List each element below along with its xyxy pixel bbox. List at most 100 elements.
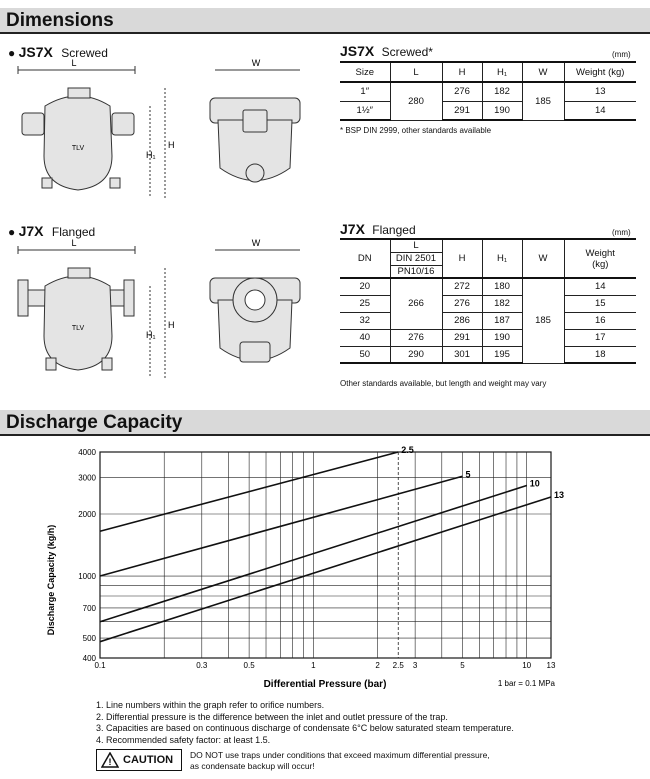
- table2-cell: 290: [389, 345, 443, 364]
- discharge-title: Discharge Capacity: [6, 412, 183, 433]
- table2-footnote: Other standards available, but length an…: [340, 379, 547, 388]
- discharge-header: Discharge Capacity: [0, 410, 650, 436]
- table2-cell: 195: [481, 345, 523, 364]
- chart-series-label-13: 13: [554, 490, 564, 500]
- table2-cell: 15: [563, 294, 636, 313]
- js7x-model-label: ● JS7X Screwed: [8, 44, 108, 60]
- table-row: 20 266 272 180 185 14: [340, 277, 636, 364]
- table1-header-w: W: [521, 61, 565, 83]
- warning-icon: !: [101, 752, 119, 768]
- table2-header-h: H: [441, 238, 483, 279]
- caution-badge: ! CAUTION: [96, 749, 182, 771]
- chart-plot-frame: [99, 451, 552, 659]
- note-item: 1. Line numbers within the graph refer t…: [96, 700, 325, 710]
- chart-y-tick-label: 1000: [78, 572, 96, 581]
- table1-cell: 13: [563, 81, 636, 102]
- table1-title-sub: Screwed*: [381, 45, 433, 59]
- table1-cell: 291: [441, 100, 483, 121]
- table2-cell: 190: [481, 328, 523, 347]
- table1-cell-w-merged: 185: [521, 81, 565, 121]
- js7x-sub: Screwed: [61, 46, 108, 60]
- table1-cell: 276: [441, 81, 483, 102]
- chart-y-tick-label: 2000: [78, 510, 96, 519]
- j7x-body-marking: TLV: [72, 325, 85, 332]
- chart-y-tick-label: 400: [83, 654, 97, 663]
- chart-y-tick-label: 3000: [78, 474, 96, 483]
- j7x-drawing: L W H₁ H TLV: [17, 238, 301, 378]
- table2-cell: 276: [441, 294, 483, 313]
- chart-series-label-5: 5: [465, 469, 470, 479]
- js7x-name: JS7X: [18, 44, 53, 60]
- table1-footnote: * BSP DIN 2999, other standards availabl…: [340, 126, 492, 135]
- table1-title-bold: JS7X: [340, 43, 375, 59]
- table1-header-l: L: [389, 61, 443, 83]
- chart-x-tick-label: 2: [375, 661, 380, 670]
- table1-cell: 1½″: [340, 100, 391, 121]
- chart-x-tick-label: 1: [311, 661, 316, 670]
- chart-series-label-2.5: 2.5: [401, 445, 414, 455]
- j7x-dim-h: H: [168, 320, 175, 330]
- table1-cell: 182: [481, 81, 523, 102]
- table1-header-weight: Weight (kg): [563, 61, 636, 83]
- table-row: 25 276 182 15: [340, 294, 636, 313]
- caution-line-2: as condensate backup will occur!: [190, 761, 315, 771]
- table2-cell: 276: [389, 328, 443, 347]
- chart-series-line-5: [99, 475, 463, 577]
- js7x-body-marking: TLV: [72, 145, 85, 152]
- chart-x-axis-label: Differential Pressure (bar): [264, 679, 387, 690]
- table1-header-size: Size: [340, 61, 391, 83]
- notes-list: 1. Line numbers within the graph refer t…: [96, 700, 514, 746]
- table2-cell: 187: [481, 311, 523, 330]
- note-item: 4. Recommended safety factor: at least 1…: [96, 734, 271, 745]
- js7x-dim-h1: H₁: [146, 150, 156, 160]
- chart-x-tick-label: 0.1: [94, 661, 106, 670]
- chart-y-tick-label: 700: [83, 604, 97, 613]
- table1-cell: 14: [563, 100, 636, 121]
- j7x-name: J7X: [18, 223, 44, 239]
- js7x-table: Size L H H₁ W Weight (kg) 1″ 280 276 182…: [340, 61, 636, 121]
- chart-y-axis-label: Discharge Capacity (kg/h): [46, 525, 56, 636]
- chart-x-tick-label: 2.5: [393, 661, 405, 670]
- chart-x-tick-label: 13: [547, 661, 556, 670]
- table1-cell: 190: [481, 100, 523, 121]
- js7x-dim-w: W: [252, 58, 261, 68]
- dimensions-title: Dimensions: [6, 10, 114, 31]
- chart-x-tick-label: 0.5: [244, 661, 256, 670]
- table2-unit: (mm): [612, 228, 631, 237]
- table2-cell: 14: [563, 277, 636, 296]
- note-item: 3. Capacities are based on continuous di…: [96, 723, 514, 733]
- table2-cell: 291: [441, 328, 483, 347]
- chart-series-line-13: [99, 496, 552, 643]
- caution-label: CAUTION: [123, 754, 174, 766]
- table2-cell: 301: [441, 345, 483, 364]
- js7x-drawing: L W H₁ H TLV: [17, 58, 301, 198]
- table2-cell: 18: [563, 345, 636, 364]
- js7x-dim-h: H: [168, 140, 175, 150]
- table2-title-bold: J7X: [340, 221, 365, 237]
- table-row: 1½″ 291 190 14: [340, 100, 636, 121]
- table2-cell: 25: [340, 294, 391, 313]
- j7x-model-label: ● J7X Flanged: [8, 223, 96, 239]
- table2-header-dn: DN: [340, 238, 391, 279]
- table2-title-sub: Flanged: [372, 223, 416, 237]
- table2-cell: 50: [340, 345, 391, 364]
- table2-cell: 182: [481, 294, 523, 313]
- table-row: 50 290 301 195 18: [340, 345, 636, 364]
- dimensions-header: Dimensions: [0, 8, 650, 34]
- table1-title: JS7X Screwed*: [340, 43, 433, 59]
- table2-header-h1: H₁: [481, 238, 523, 279]
- chart-x-tick-label: 5: [460, 661, 465, 670]
- j7x-dim-w: W: [252, 238, 261, 248]
- chart-series-label-10: 10: [530, 479, 540, 489]
- table2-header-w: W: [521, 238, 565, 279]
- j7x-dim-h1: H₁: [146, 330, 156, 340]
- chart-x-tick-label: 3: [413, 661, 418, 670]
- table2-cell: 272: [441, 277, 483, 296]
- table2-cell: 16: [563, 311, 636, 330]
- svg-text:!: !: [109, 757, 112, 767]
- table2-header-pn: PN10/16: [390, 265, 442, 279]
- table2-cell: 32: [340, 311, 391, 330]
- table1-header-h1: H₁: [481, 61, 523, 83]
- table-row: 40 276 291 190 17: [340, 328, 636, 347]
